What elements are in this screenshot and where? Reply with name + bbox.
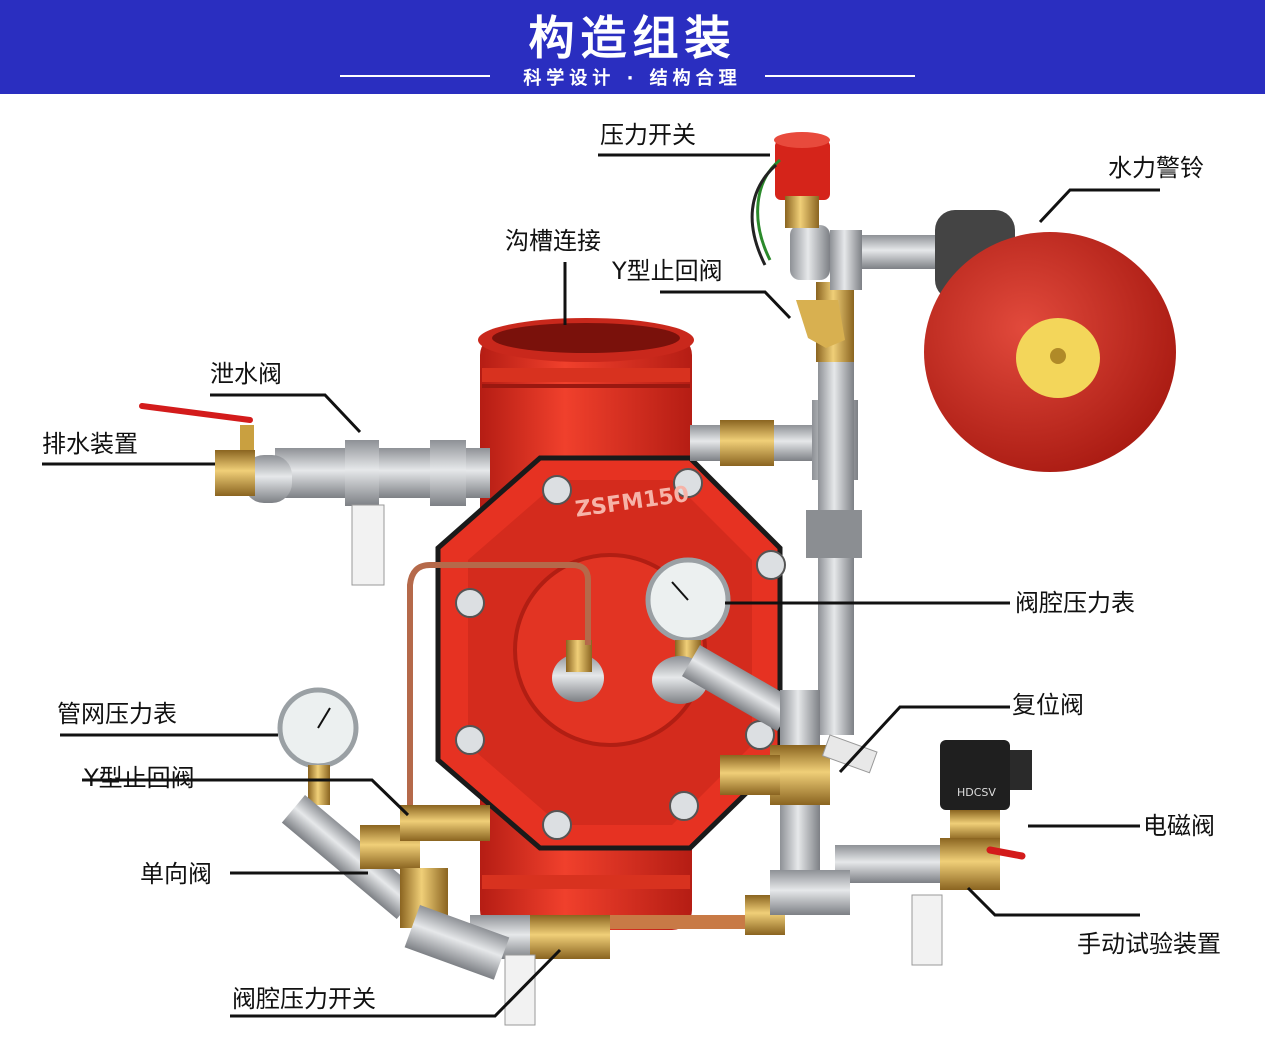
subtitle-left-line [340,75,490,77]
copper-tube [407,562,591,860]
alarm-riser [790,225,950,735]
label-drain-device: 排水装置 [42,430,138,458]
reset-valve-assembly [682,645,878,875]
label-network-gauge: 管网压力表 [57,700,177,728]
label-check-valve: 单向阀 [140,860,212,888]
water-bell [924,210,1176,472]
page-subtitle: 科学设计 · 结构合理 [523,68,742,89]
label-drain-valve: 泄水阀 [210,360,282,388]
label-groove-connection: 沟槽连接 [505,227,601,255]
header-banner: 构造组装 科学设计 · 结构合理 [0,0,1265,94]
label-chamber-pressure-switch: 阀腔压力开关 [232,985,376,1013]
label-y-check-valve-top: Y型止回阀 [612,257,723,285]
manual-test-device [835,838,1026,966]
label-pressure-switch: 压力开关 [600,121,696,149]
solenoid-valve-device: HDCSV [940,740,1032,840]
pressure-switch-device [750,132,830,266]
label-reset-valve: 复位阀 [1012,691,1084,719]
solenoid-marking: HDCSV [957,786,996,799]
subtitle-right-line [765,75,915,77]
label-solenoid-valve: 电磁阀 [1143,812,1215,840]
page-title: 构造组装 [528,11,737,65]
lower-left-assembly [277,687,510,980]
cover-bolts [455,468,786,840]
drain-pipe [139,403,490,586]
callout-lines [42,153,1160,1018]
label-y-check-valve-bottom: Y型止回阀 [84,764,195,792]
label-chamber-gauge: 阀腔压力表 [1015,589,1135,617]
label-water-bell: 水力警铃 [1108,154,1204,182]
label-manual-test: 手动试验装置 [1077,930,1221,958]
